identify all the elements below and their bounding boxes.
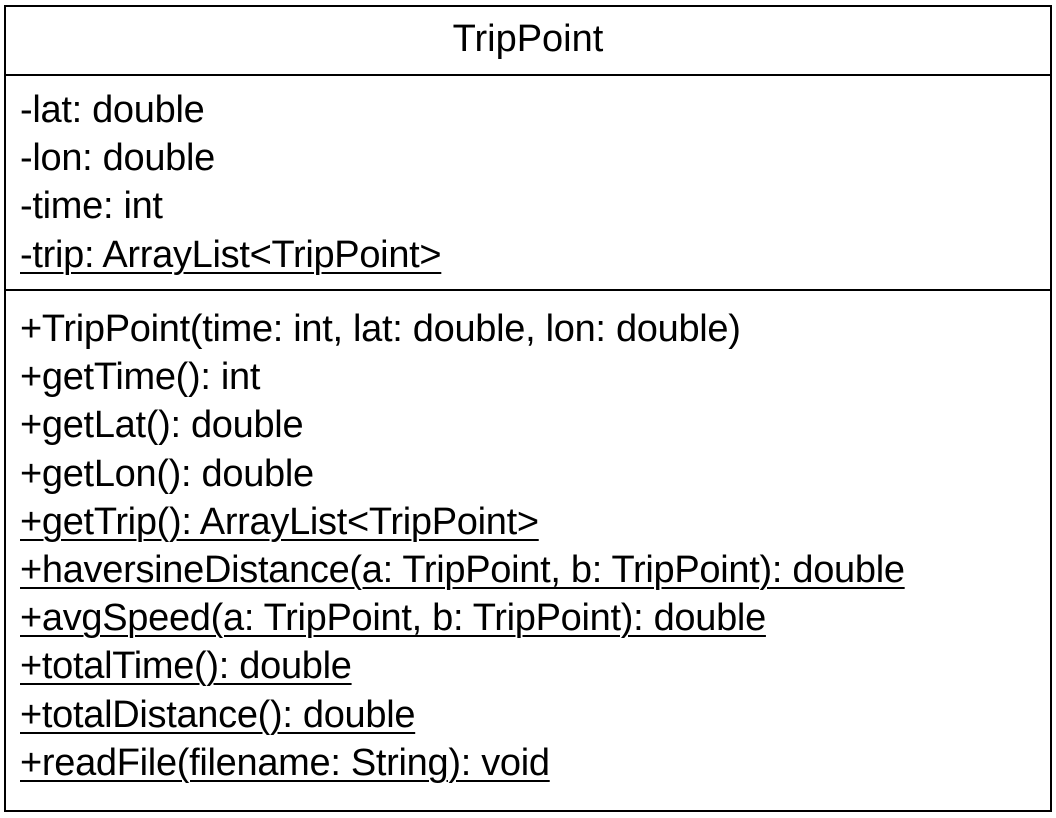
operation-get-lon: +getLon(): double xyxy=(20,452,314,495)
attribute-lon: -lon: double xyxy=(20,137,215,180)
operation-avg-speed: +avgSpeed(a: TripPoint, b: TripPoint): d… xyxy=(20,597,766,640)
operation-get-trip: +getTrip(): ArrayList<TripPoint> xyxy=(20,500,539,543)
uml-class-box: TripPoint -lat: double -lon: double -tim… xyxy=(4,5,1052,812)
attribute-time: -time: int xyxy=(20,185,163,228)
operation-constructor: +TripPoint(time: int, lat: double, lon: … xyxy=(20,308,741,350)
operation-read-file: +readFile(filename: String): void xyxy=(20,741,550,784)
attribute-lat: -lat: double xyxy=(20,89,205,131)
operations-compartment: +TripPoint(time: int, lat: double, lon: … xyxy=(6,291,1050,787)
operation-total-distance: +totalDistance(): double xyxy=(20,693,416,736)
attributes-compartment: -lat: double -lon: double -time: int -tr… xyxy=(6,76,1050,291)
operation-get-time: +getTime(): int xyxy=(20,356,261,399)
operation-haversine-distance: +haversineDistance(a: TripPoint, b: Trip… xyxy=(20,549,905,592)
operation-get-lat: +getLat(): double xyxy=(20,404,304,447)
class-name: TripPoint xyxy=(6,7,1050,76)
operation-total-time: +totalTime(): double xyxy=(20,645,352,688)
attribute-trip: -trip: ArrayList<TripPoint> xyxy=(20,233,442,276)
